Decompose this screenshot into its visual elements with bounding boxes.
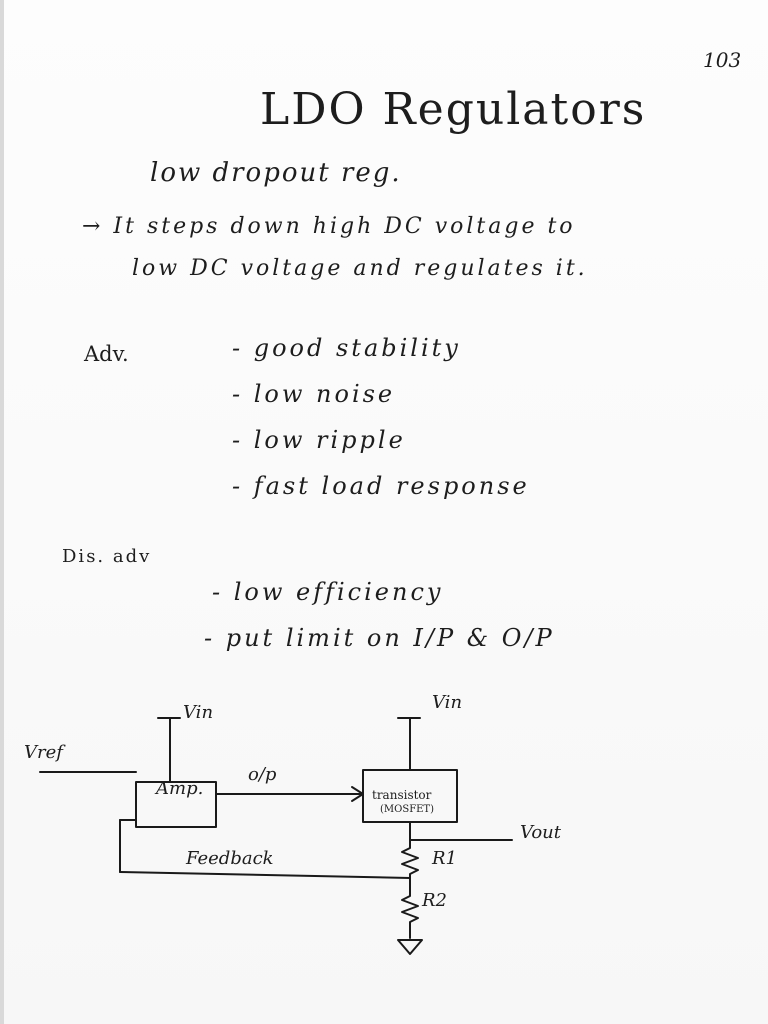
advantage-item: - low ripple [232, 426, 406, 454]
vin-left-label: Vin [183, 702, 214, 723]
transistor-label: transistor [372, 788, 432, 802]
page-edge [0, 0, 4, 1024]
vin-right-label: Vin [432, 692, 463, 713]
r1-label: R1 [432, 848, 458, 869]
vout-label: Vout [520, 822, 562, 843]
r1-resistor [401, 839, 419, 879]
mosfet-label: (MOSFET) [380, 804, 434, 815]
page-title: LDO Regulators [260, 84, 647, 135]
feedback-wire-bottom [119, 871, 411, 879]
r2-resistor [401, 891, 419, 939]
amp-box [135, 781, 217, 828]
description-line-2: low DC voltage and regulates it. [132, 256, 588, 281]
op-label: o/p [248, 764, 277, 785]
amp-label: Amp. [156, 778, 204, 799]
advantage-item: - fast load response [232, 472, 530, 500]
r2-label: R2 [422, 890, 448, 911]
advantages-heading: Adv. [84, 342, 129, 366]
description-line-1: → It steps down high DC voltage to [82, 214, 576, 239]
subtitle: low dropout reg. [150, 158, 402, 188]
disadvantages-heading: Dis. adv [62, 546, 152, 567]
page-number: 103 [703, 48, 742, 72]
advantage-item: - low noise [232, 380, 396, 408]
disadvantage-item: - put limit on I/P & O/P [204, 624, 555, 652]
disadvantage-item: - low efficiency [212, 578, 444, 606]
advantage-item: - good stability [232, 334, 461, 362]
vref-label: Vref [24, 742, 63, 763]
ground-symbol [397, 939, 423, 955]
feedback-label: Feedback [186, 848, 274, 869]
